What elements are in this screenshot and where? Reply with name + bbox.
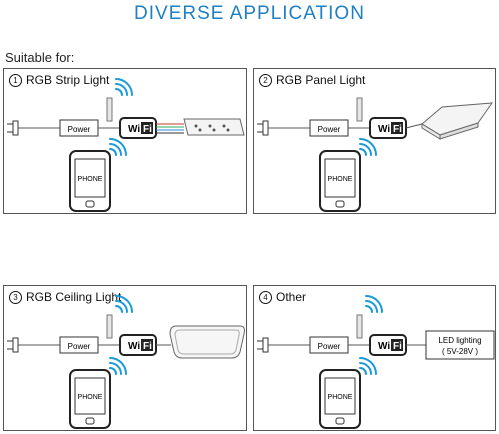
panel-other: 4 Other Power Wi Fi LED light (253, 285, 496, 431)
wifi-text-fi: Fi (393, 124, 402, 135)
suitable-for-label: Suitable for: (5, 50, 75, 65)
rgb-wires (156, 123, 184, 134)
power-label: Power (68, 342, 91, 351)
power-adapter: Power (309, 336, 349, 354)
phone-wifi-signal-icon (109, 357, 127, 375)
panel-rgb-ceiling-light: 3 RGB Ceiling Light Power Wi Fi (3, 285, 247, 431)
panel-number: 3 (9, 290, 22, 304)
power-label: Power (318, 342, 341, 351)
power-adapter: Power (309, 119, 349, 137)
power-label: Power (68, 125, 91, 134)
wifi-text-fi: Fi (393, 341, 402, 352)
led-lighting-load: LED lighting ( 5V-28V ) (425, 330, 495, 360)
load-voltage: ( 5V-28V ) (442, 347, 478, 356)
wifi-text-wi: Wi (378, 124, 390, 135)
cable (405, 123, 423, 129)
wifi-signal-icon (115, 295, 133, 313)
load-label: LED lighting (438, 336, 481, 345)
ceiling-light (169, 325, 245, 359)
phone-label: PHONE (328, 394, 353, 401)
wifi-signal-icon (115, 78, 133, 96)
wiring-diagram: Power Wi Fi PHONE (257, 97, 494, 212)
panel-number: 2 (259, 73, 272, 87)
wifi-signal-icon (365, 295, 383, 313)
wifi-controller: Wi Fi (356, 314, 407, 356)
phone-icon: PHONE (69, 369, 111, 429)
led-strip (183, 118, 245, 136)
panel-title: RGB Panel Light (276, 73, 366, 87)
wiring-diagram: Power Wi Fi PHO (7, 78, 245, 212)
wifi-controller: Wi Fi (356, 97, 407, 139)
wifi-text-wi: Wi (128, 124, 140, 135)
panel-number: 4 (259, 290, 272, 304)
wifi-text-fi: Fi (143, 124, 152, 135)
panel-heading: 1 RGB Strip Light (9, 73, 109, 87)
panel-rgb-strip-light: 1 RGB Strip Light Power Wi Fi (3, 68, 247, 214)
wifi-controller: Wi Fi (106, 97, 157, 139)
wifi-text-fi: Fi (143, 341, 152, 352)
plug-icon (257, 120, 269, 136)
phone-wifi-signal-icon (359, 138, 377, 156)
panel-title: RGB Strip Light (26, 73, 110, 87)
power-adapter: Power (59, 119, 99, 137)
panel-heading: 4 Other (259, 290, 306, 304)
panel-light (421, 102, 494, 140)
phone-label: PHONE (328, 176, 353, 183)
wifi-text-wi: Wi (128, 341, 140, 352)
power-label: Power (318, 125, 341, 134)
wiring-diagram: Power Wi Fi PHONE (7, 295, 245, 429)
phone-icon: PHONE (319, 150, 361, 212)
panel-title: RGB Ceiling Light (26, 290, 122, 304)
plug-icon (257, 337, 269, 353)
power-adapter: Power (59, 336, 99, 354)
phone-wifi-signal-icon (109, 138, 127, 156)
panel-rgb-panel-light: 2 RGB Panel Light Power Wi Fi (253, 68, 496, 214)
page-title: DIVERSE APPLICATION (134, 3, 365, 24)
plug-icon (7, 120, 19, 136)
phone-icon: PHONE (69, 150, 111, 212)
panel-title: Other (276, 290, 307, 304)
phone-wifi-signal-icon (359, 357, 377, 375)
panel-heading: 3 RGB Ceiling Light (9, 290, 121, 304)
panel-number: 1 (9, 73, 22, 87)
wifi-controller: Wi Fi (106, 314, 157, 356)
panel-heading: 2 RGB Panel Light (259, 73, 365, 87)
phone-icon: PHONE (319, 369, 361, 429)
wiring-diagram: Power Wi Fi LED lighting ( 5V-28V ) PHON… (257, 295, 495, 429)
plug-icon (7, 337, 19, 353)
wifi-text-wi: Wi (378, 341, 390, 352)
phone-label: PHONE (78, 394, 103, 401)
phone-label: PHONE (78, 176, 103, 183)
